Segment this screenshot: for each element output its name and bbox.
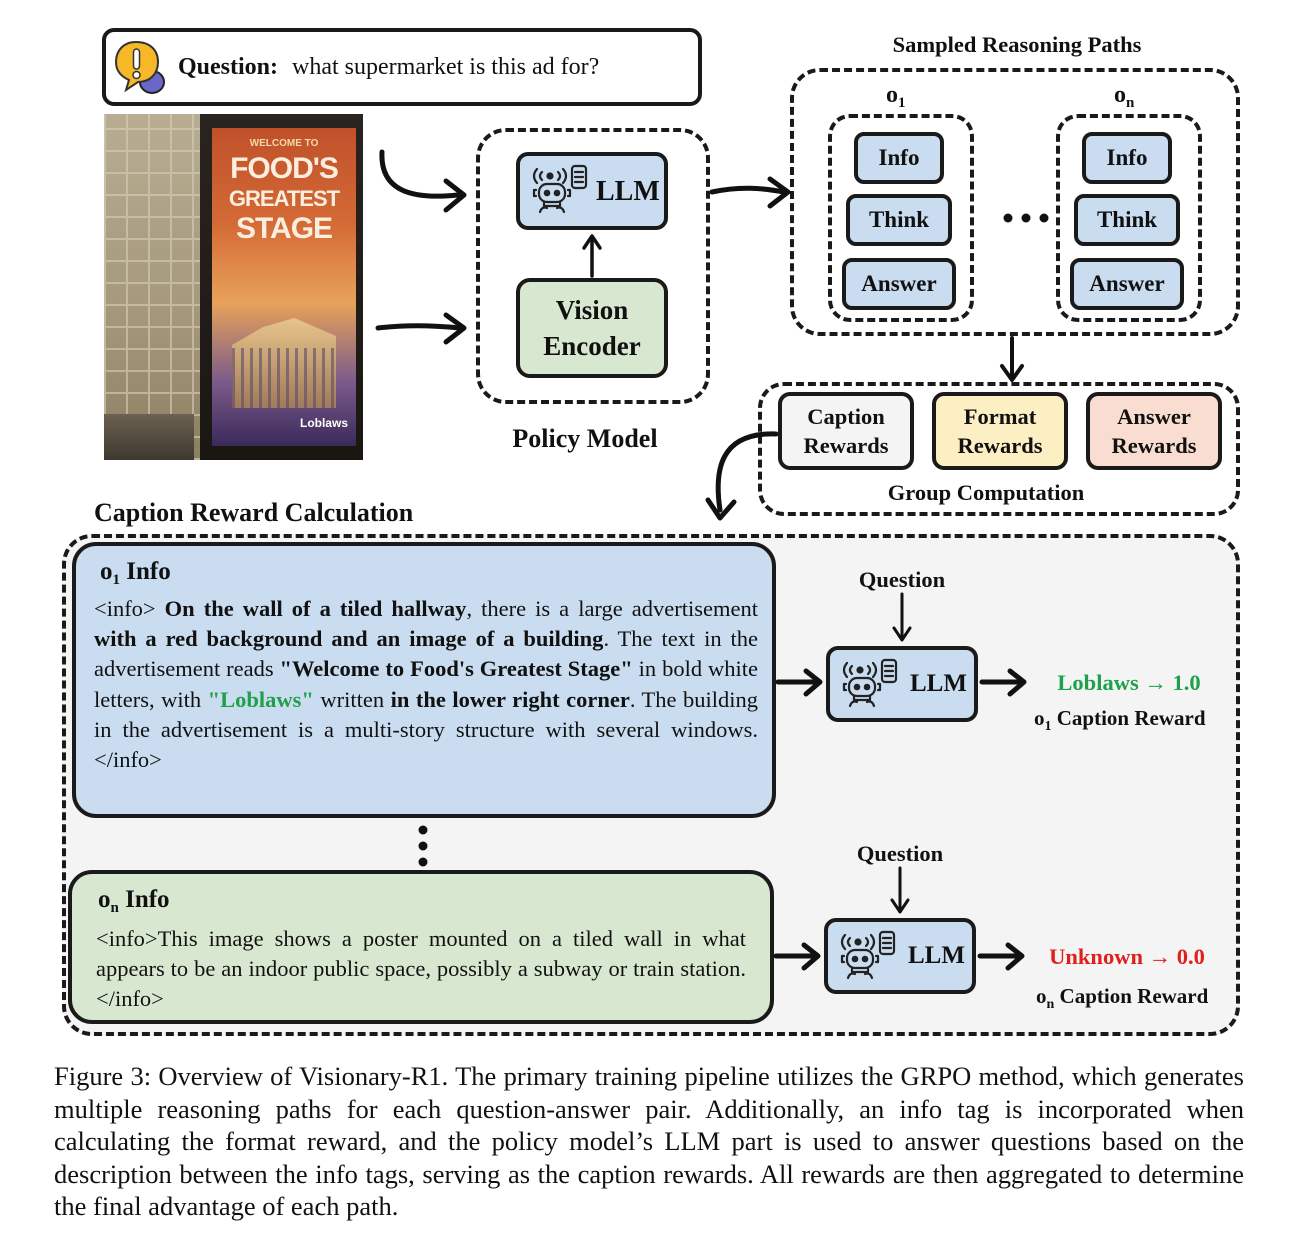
path-last-label: on bbox=[1114, 82, 1135, 111]
o1-info-text: <info> On the wall of a tiled hallway, t… bbox=[94, 596, 759, 773]
on-info-box: on Info <info>This image shows a poster … bbox=[68, 870, 774, 1024]
vision-encoder-box: Vision Encoder bbox=[516, 278, 668, 378]
llm-box-o1: LLM bbox=[826, 646, 978, 722]
policy-llm-label: LLM bbox=[596, 176, 660, 207]
o1-info-box: o1 Info <info> On the wall of a tiled ha… bbox=[72, 542, 776, 818]
poster-line1: FOOD'S bbox=[230, 152, 339, 185]
sampled-frame bbox=[790, 68, 1240, 336]
o1-result: Loblaws → 1.0 bbox=[1057, 670, 1201, 695]
question-label-o1: Question bbox=[858, 567, 946, 592]
poster-line2: GREATEST bbox=[228, 186, 340, 211]
answer-rewards-box: Answer Rewards bbox=[1086, 392, 1222, 470]
llm-label-on: LLM bbox=[908, 942, 965, 969]
path-first-label: o1 bbox=[886, 82, 906, 111]
llm-label-o1: LLM bbox=[910, 670, 967, 697]
path-first-think: Think bbox=[846, 194, 952, 246]
on-info-title: on Info bbox=[98, 886, 170, 916]
vertical-ellipsis bbox=[418, 825, 428, 867]
poster-welcome: WELCOME TO bbox=[249, 138, 319, 149]
on-result: Unknown → 0.0 bbox=[1049, 944, 1205, 969]
robot-icon bbox=[532, 164, 588, 214]
path-first-frame bbox=[828, 114, 974, 322]
question-label: Question: bbox=[178, 54, 279, 80]
llm-box-on: LLM bbox=[824, 918, 976, 994]
caption-rewards-box: Caption Rewards bbox=[778, 392, 914, 470]
path-first-info: Info bbox=[854, 132, 944, 184]
path-last-answer: Answer bbox=[1070, 258, 1184, 310]
group-frame bbox=[758, 382, 1240, 516]
format-rewards-box: Format Rewards bbox=[932, 392, 1068, 470]
robot-icon bbox=[842, 658, 898, 708]
o1-info-title: o1 Info bbox=[100, 558, 171, 588]
path-last-info: Info bbox=[1082, 132, 1172, 184]
on-info-text: <info>This image shows a poster mounted … bbox=[96, 926, 746, 1012]
calc-title: Caption Reward Calculation bbox=[94, 498, 414, 527]
exclamation-chat-icon bbox=[114, 40, 165, 94]
poster-line3: STAGE bbox=[235, 212, 333, 245]
question-box: Question: what supermarket is this ad fo… bbox=[102, 28, 702, 106]
poster-brand: Loblaws bbox=[299, 416, 348, 430]
path-first-answer: Answer bbox=[842, 258, 956, 310]
policy-llm-box: LLM bbox=[516, 152, 668, 230]
path-last-frame bbox=[1056, 114, 1202, 322]
path-last-think: Think bbox=[1074, 194, 1180, 246]
o1-caption-reward: o1 Caption Reward bbox=[1034, 706, 1206, 734]
policy-model-frame bbox=[476, 128, 710, 404]
vision-line2: Encoder bbox=[543, 331, 641, 361]
group-title: Group Computation bbox=[887, 480, 1085, 505]
figure-caption: Figure 3: Overview of Visionary-R1. The … bbox=[54, 1061, 1244, 1221]
question-label-on: Question bbox=[856, 841, 944, 866]
sampled-title: Sampled Reasoning Paths bbox=[892, 32, 1142, 57]
ellipsis-dots bbox=[1003, 213, 1049, 223]
on-caption-reward: on Caption Reward bbox=[1036, 984, 1209, 1012]
vision-line1: Vision bbox=[555, 295, 629, 325]
question-text: what supermarket is this ad for? bbox=[292, 54, 600, 80]
policy-model-title: Policy Model bbox=[512, 424, 658, 453]
robot-icon bbox=[840, 930, 896, 980]
poster-image: WELCOME TO FOOD'S GREATEST STAGE Loblaws bbox=[104, 114, 363, 460]
